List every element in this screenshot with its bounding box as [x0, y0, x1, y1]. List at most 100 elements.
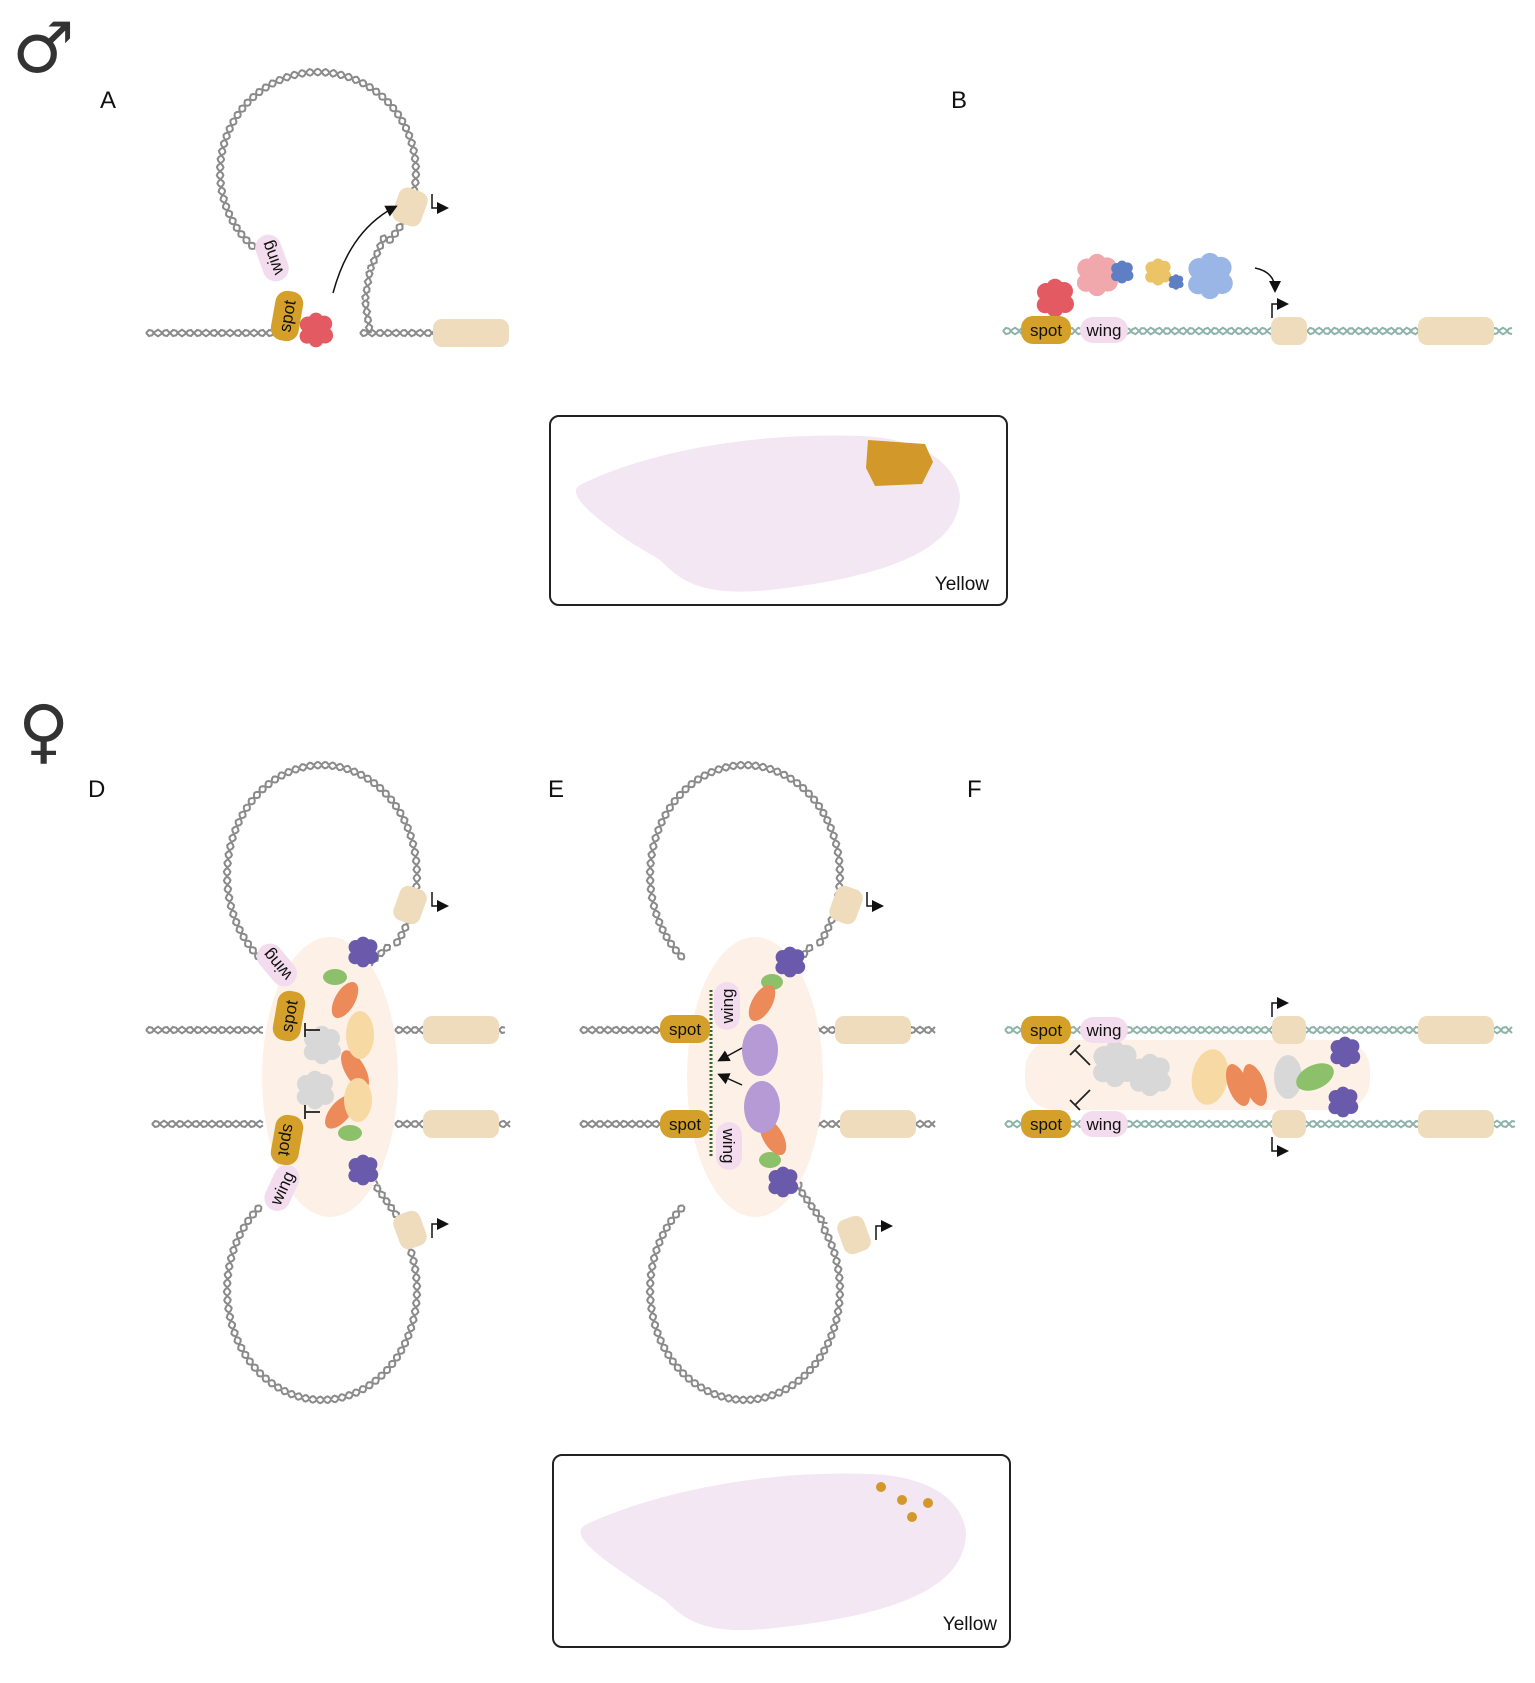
dna-loop-d-bottom — [394, 1353, 402, 1362]
dna-loop-e-bottom — [774, 1388, 784, 1394]
dna-loop-e-top — [825, 815, 832, 825]
dna-loop-e-top — [816, 801, 824, 810]
dna-loop-a — [405, 131, 411, 141]
gene-e-bottom-box — [840, 1110, 916, 1138]
dna-loop-e-top — [831, 839, 839, 850]
gene-e-top — [835, 1016, 911, 1044]
dna-loop-d-bottom — [225, 1286, 232, 1297]
dna-loop-d-top — [236, 817, 243, 827]
dna-loop-e-top — [728, 765, 738, 771]
dna-loop-d-top — [225, 866, 232, 877]
dna-loop-e-bottom — [648, 1294, 655, 1305]
dna-loop-d-bottom — [409, 1314, 415, 1325]
purple-protein-e-top-lobe — [783, 946, 797, 960]
dna-loop-e-bottom — [658, 1230, 666, 1239]
dna-loop-a — [372, 87, 381, 94]
gene-f-bottom-2 — [1418, 1110, 1494, 1138]
dna-loop-a — [229, 117, 236, 126]
dna-loop-d-bottom — [372, 1378, 380, 1385]
gene-d-loop-top-box — [393, 885, 427, 925]
cream-protein-f — [1191, 1049, 1229, 1105]
dna-loop-d-top — [298, 763, 307, 769]
dna-loop-e-bottom — [648, 1311, 655, 1322]
dna-loop-d-top — [226, 900, 233, 911]
spot-element-d-bottom: spot — [270, 1114, 304, 1166]
dna-loop-d-top — [298, 766, 308, 772]
dna-loop-d-top — [305, 761, 315, 768]
dna-loop-d-bottom — [392, 1353, 400, 1362]
dna-loop-d-bottom — [250, 1211, 258, 1219]
dna-loop-e-bottom — [649, 1303, 656, 1314]
dna-loop-e-bottom — [838, 1272, 844, 1283]
dna-loop-e-top — [673, 946, 681, 954]
dna-loop-e-top — [672, 797, 679, 806]
dna-loop-a — [407, 130, 414, 140]
dna-loop-d-bottom — [316, 1395, 325, 1401]
dna-loop-a — [219, 178, 226, 188]
dna-loop-e-top — [688, 781, 696, 789]
dna-loop-a — [383, 99, 391, 107]
dna-loop-a — [362, 299, 373, 334]
gene-b-2 — [1418, 317, 1494, 345]
dna-loop-e-top — [646, 857, 653, 868]
dna-loop-e-top — [743, 764, 753, 770]
red-activator-a-lobe — [308, 332, 324, 348]
dna-loop-e-top — [671, 946, 679, 955]
dna-loop-a — [409, 146, 415, 156]
dna-loop-e-top — [658, 925, 665, 935]
dna-loop-e-top — [823, 816, 830, 825]
svg-text:wing: wing — [1086, 1115, 1122, 1134]
dna-loop-e-top — [834, 856, 841, 867]
dna-loop-d-bottom — [413, 1306, 420, 1317]
gene-e-loop-top — [829, 885, 863, 925]
dna-loop-a — [407, 138, 414, 148]
dna-loop-d-bottom — [308, 1399, 318, 1404]
gene-d-bottom — [423, 1110, 499, 1138]
panel-c: Yellow — [549, 415, 1008, 606]
dna-loop-e-top — [687, 779, 695, 787]
dna-loop-a — [336, 73, 346, 80]
dna-loop-a — [222, 131, 229, 141]
dna-loop-d-top — [258, 785, 266, 793]
red-activator-b-lobe — [1046, 300, 1064, 318]
dna-loop-e-top — [661, 810, 669, 819]
dna-loop-d-bottom — [235, 1230, 243, 1239]
gene-f-top-1 — [1272, 1016, 1306, 1044]
dna-loop-a — [385, 98, 393, 105]
gene-f-top-1-box — [1272, 1016, 1306, 1044]
dna-loop-e-bottom — [646, 1294, 652, 1306]
dna-loop-e-top — [811, 795, 819, 804]
dna-loop-d-top — [233, 825, 240, 835]
dna-loop-e-bottom — [656, 1336, 663, 1346]
dna-loop-e-bottom — [739, 1399, 748, 1405]
dna-loop-e-top — [677, 791, 685, 800]
wing-element-f-top: wing — [1080, 1017, 1128, 1043]
dna-loop-e-bottom — [837, 1298, 844, 1309]
dna-loop-d-bottom — [410, 1264, 417, 1275]
dna-loop-d-bottom — [235, 1335, 242, 1345]
dna-loop-a — [366, 234, 386, 270]
grey-protein-d-lobe — [313, 1047, 331, 1065]
dna-loop-e-bottom — [832, 1314, 838, 1325]
dna-loop-d-top — [228, 900, 236, 911]
dna-loop-a — [222, 139, 229, 149]
dna-loop-e-top — [649, 841, 656, 851]
dna-loop-e-top — [804, 790, 812, 798]
dna-loop-a — [250, 94, 258, 102]
dna-loop-e-bottom — [691, 1379, 700, 1386]
dna-loop-d-bottom — [225, 1294, 232, 1305]
grey-protein-f2 — [1274, 1055, 1302, 1099]
dna-loop-e-bottom — [651, 1261, 657, 1272]
dna-loop-d-top — [270, 775, 279, 782]
dna-loop-d-bottom — [400, 1338, 408, 1348]
gene-b-2-box — [1418, 317, 1494, 345]
dna-loop-a — [268, 79, 277, 86]
dna-loop-e-bottom — [767, 1391, 777, 1397]
grey-protein-f-lobe — [1140, 1078, 1160, 1097]
dna-loop-d-bottom — [374, 1184, 401, 1222]
purple-protein-e-top — [775, 946, 806, 978]
dna-loop-e-top — [682, 786, 690, 794]
dna-loop-a — [362, 269, 373, 301]
dna-loop-e-bottom — [746, 1395, 756, 1401]
dna-loop-e-bottom — [673, 1211, 681, 1219]
